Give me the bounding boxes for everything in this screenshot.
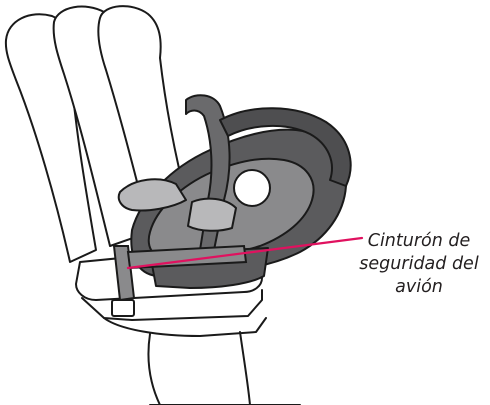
callout-line-3: avión: [352, 276, 486, 299]
baby-body: [188, 199, 236, 231]
seatbelt-buckle: [112, 300, 134, 316]
callout-line-2: seguridad del: [352, 253, 486, 276]
callout-line-1: Cinturón de: [352, 230, 486, 253]
seatbelt-callout-label: Cinturón de seguridad del avión: [352, 230, 486, 299]
seat-leg-left: [148, 334, 160, 405]
seat-leg-right: [240, 332, 250, 405]
baby-head: [234, 170, 270, 206]
